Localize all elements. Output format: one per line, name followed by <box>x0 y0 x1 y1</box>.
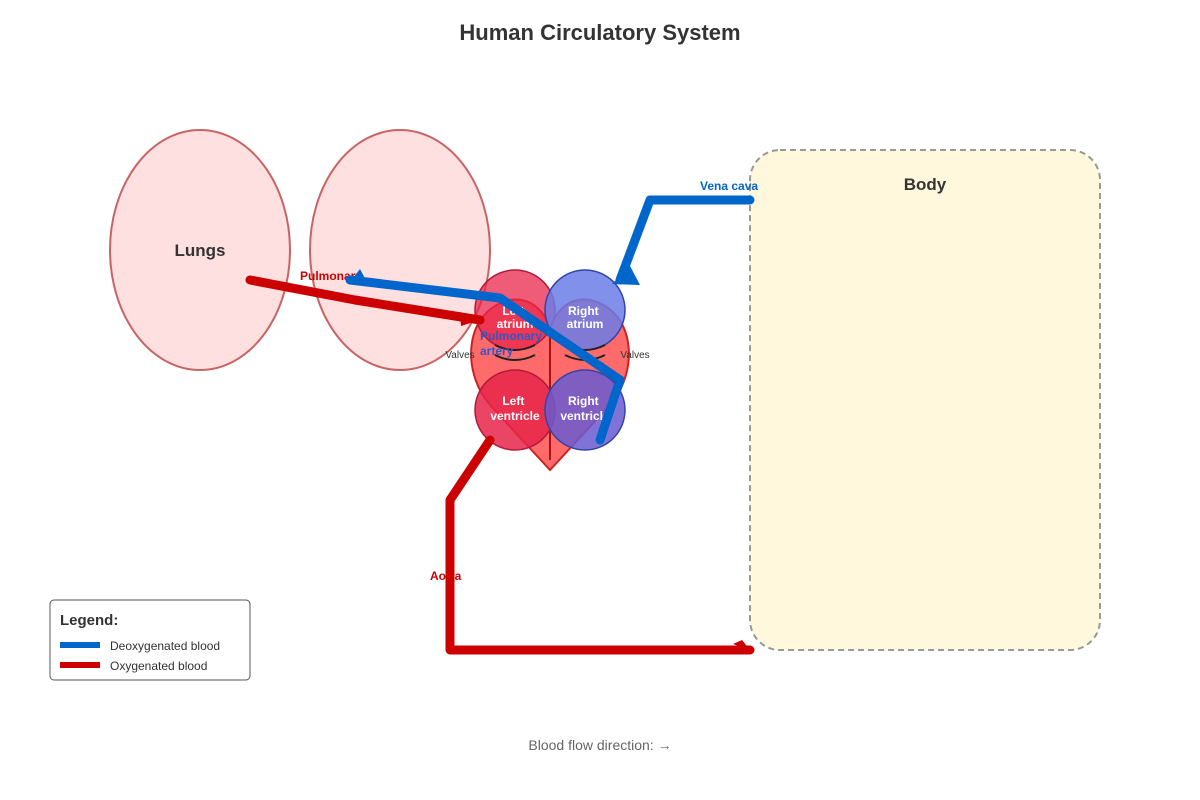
legend-item-deoxygenated: Deoxygenated blood <box>110 639 220 653</box>
left-valve-upper <box>494 344 536 351</box>
legend-box <box>49 599 251 681</box>
legend-swatch-oxygenated <box>60 662 100 668</box>
valves-left-label: Valves <box>445 350 474 361</box>
right-ventricle-label: Right ventricle <box>560 394 610 423</box>
pulmonary-artery-line <box>345 275 625 445</box>
vena-cava-label: Vena cava <box>700 179 758 193</box>
legend-item-oxygenated: Oxygenated blood <box>110 659 207 673</box>
legend-title: Legend: <box>60 612 118 629</box>
diagram-title: Human Circulatory System <box>459 20 740 45</box>
legend-swatch-deoxygenated <box>60 642 100 648</box>
pulmonary-vein-line <box>245 275 485 325</box>
aorta-line <box>445 435 755 655</box>
left-ventricle-label: Left ventricle <box>490 394 540 423</box>
legend: Legend: Deoxygenated blood Oxygenated bl… <box>49 599 251 681</box>
pulmonary-artery-label: Pulmonary artery <box>480 329 545 358</box>
lungs-label: Lungs <box>175 241 226 260</box>
vena-cava-line <box>615 195 755 285</box>
left-valve-lower <box>494 354 536 361</box>
right-atrium-label: Right atrium <box>567 304 604 331</box>
left-lung <box>109 129 291 371</box>
vena-cava-arrow <box>612 266 640 285</box>
flow-direction-note: Blood flow direction: → <box>528 737 671 753</box>
aorta-label: Aorta <box>430 569 462 583</box>
right-lung <box>309 129 491 371</box>
body-label: Body <box>904 175 947 194</box>
aorta-arrow <box>733 640 750 650</box>
pulmonary-artery-arrow <box>350 269 368 284</box>
valves-right-label: Valves <box>620 350 649 361</box>
pulmonary-vein-arrow <box>460 312 480 326</box>
body-region <box>749 149 1101 651</box>
heart: Left atrium Right atrium Left ventricle … <box>445 269 650 472</box>
